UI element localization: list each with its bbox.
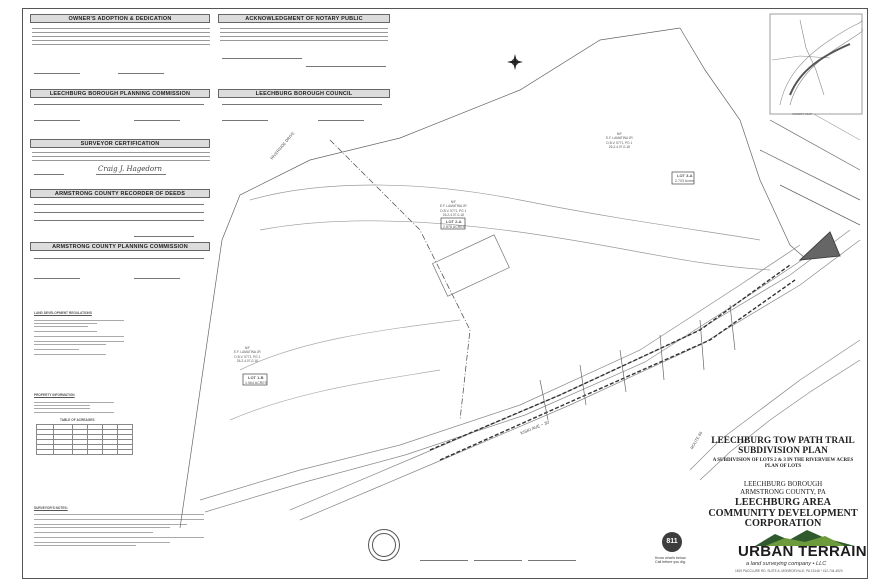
borough-planning-header: LEECHBURG BOROUGH PLANNING COMMISSION: [30, 89, 210, 98]
owner-adoption-text: [32, 27, 210, 48]
municipality: LEECHBURG BOROUGH: [743, 480, 823, 488]
signature-line: [222, 58, 302, 59]
signature-line: [34, 278, 80, 279]
signature-line: [318, 120, 364, 121]
lot-3a-label: LOT 3-A: [677, 173, 693, 178]
regs-heading: LAND DEVELOPMENT REGULATIONS: [34, 311, 92, 315]
property-heading: PROPERTY INFORMATION: [34, 393, 75, 397]
text-line: [34, 204, 204, 205]
owner-label: N/F E.F. LAMATINA JR D.B.V. 5771, PG 1 2…: [234, 346, 261, 363]
acreage-table: [36, 424, 133, 455]
notes-text: [34, 512, 204, 548]
lot-1b-area: 1.064 ACRES: [245, 381, 268, 385]
regs-text: [34, 318, 124, 357]
client-name: LEECHBURG AREA COMMUNITY DEVELOPMENT COR…: [708, 497, 858, 529]
signature-line: [118, 73, 164, 74]
urban-terrain-logo-icon: [755, 530, 855, 546]
property-text: [34, 400, 114, 416]
owner-label: N/F E.F. LAMATINA JR D.B.V. 5771, PG 1 2…: [440, 200, 467, 217]
lot-3a-area: 2.703 Acres: [675, 179, 694, 183]
signature-line: [34, 73, 80, 74]
owner-adoption-header: OWNER'S ADOPTION & DEDICATION: [30, 14, 210, 23]
firm-name: URBAN TERRAIN: [738, 543, 867, 560]
text-line: [34, 104, 204, 105]
signature-line: [134, 278, 180, 279]
lot-2a-area: 2.876 ACRES: [443, 225, 466, 229]
date-line: [34, 174, 64, 175]
lot-2a-label: LOT 2-A: [446, 219, 462, 224]
signature-line: [96, 174, 166, 175]
text-line: [222, 104, 382, 105]
surveyor-text: [32, 151, 210, 164]
surveyor-signature: Craig J. Hagedorn: [98, 165, 162, 173]
borough-seal-inner: [372, 533, 396, 557]
easement-area: [798, 231, 841, 261]
text-line: [34, 212, 204, 213]
signature-line: [134, 120, 180, 121]
plan-subtitle: A SUBDIVISION OF LOTS 2 & 3 IN THE RIVER…: [712, 458, 854, 469]
stamp-line: [420, 560, 468, 561]
parcel-boundary-west: [179, 27, 681, 529]
plan-title: LEECHBURG TOW PATH TRAIL SUBDIVISION PLA…: [711, 436, 855, 456]
stamp-line: [528, 560, 576, 561]
county: ARMSTRONG COUNTY, PA: [740, 488, 826, 496]
county-planning-header: ARMSTRONG COUNTY PLANNING COMMISSION: [30, 242, 210, 251]
north-arrow-icon: [507, 54, 523, 70]
signature-line: [306, 66, 386, 67]
firm-tagline: a land surveying company • LLC: [746, 561, 827, 567]
lot-1b-label: LOT 1-B: [248, 375, 264, 380]
borough-seal: [368, 529, 400, 561]
stamp-line: [474, 560, 522, 561]
firm-address: 1819 PACCLURE RD. SUITE A, MONROEVILLE, …: [735, 569, 843, 573]
surveyor-header: SURVEYOR CERTIFICATION: [30, 139, 210, 148]
signature-line: [34, 120, 80, 121]
call-811-icon: 811: [662, 532, 682, 552]
recorder-header: ARMSTRONG COUNTY RECORDER OF DEEDS: [30, 189, 210, 198]
notary-text: [220, 27, 388, 44]
vicinity-map-label: VICINITY MAP: [792, 112, 812, 116]
notary-header: ACKNOWLEDGMENT OF NOTARY PUBLIC: [218, 14, 390, 23]
call-811-text: Know what's below. Call before you dig.: [655, 556, 687, 565]
owner-label: N/F E.F. LAMATINA JR D.B.V. 5771, PG 1 2…: [606, 132, 633, 149]
acreage-heading: TABLE OF ACREAGES: [60, 418, 95, 422]
notes-heading: SURVEYOR'S NOTES:: [34, 506, 68, 510]
text-line: [34, 258, 204, 259]
text-line: [34, 220, 204, 221]
signature-line: [134, 236, 194, 237]
site-plan-drawing: [179, 13, 863, 529]
signature-line: [222, 120, 268, 121]
borough-council-header: LEECHBURG BOROUGH COUNCIL: [218, 89, 390, 98]
sheet-border: [22, 8, 868, 579]
